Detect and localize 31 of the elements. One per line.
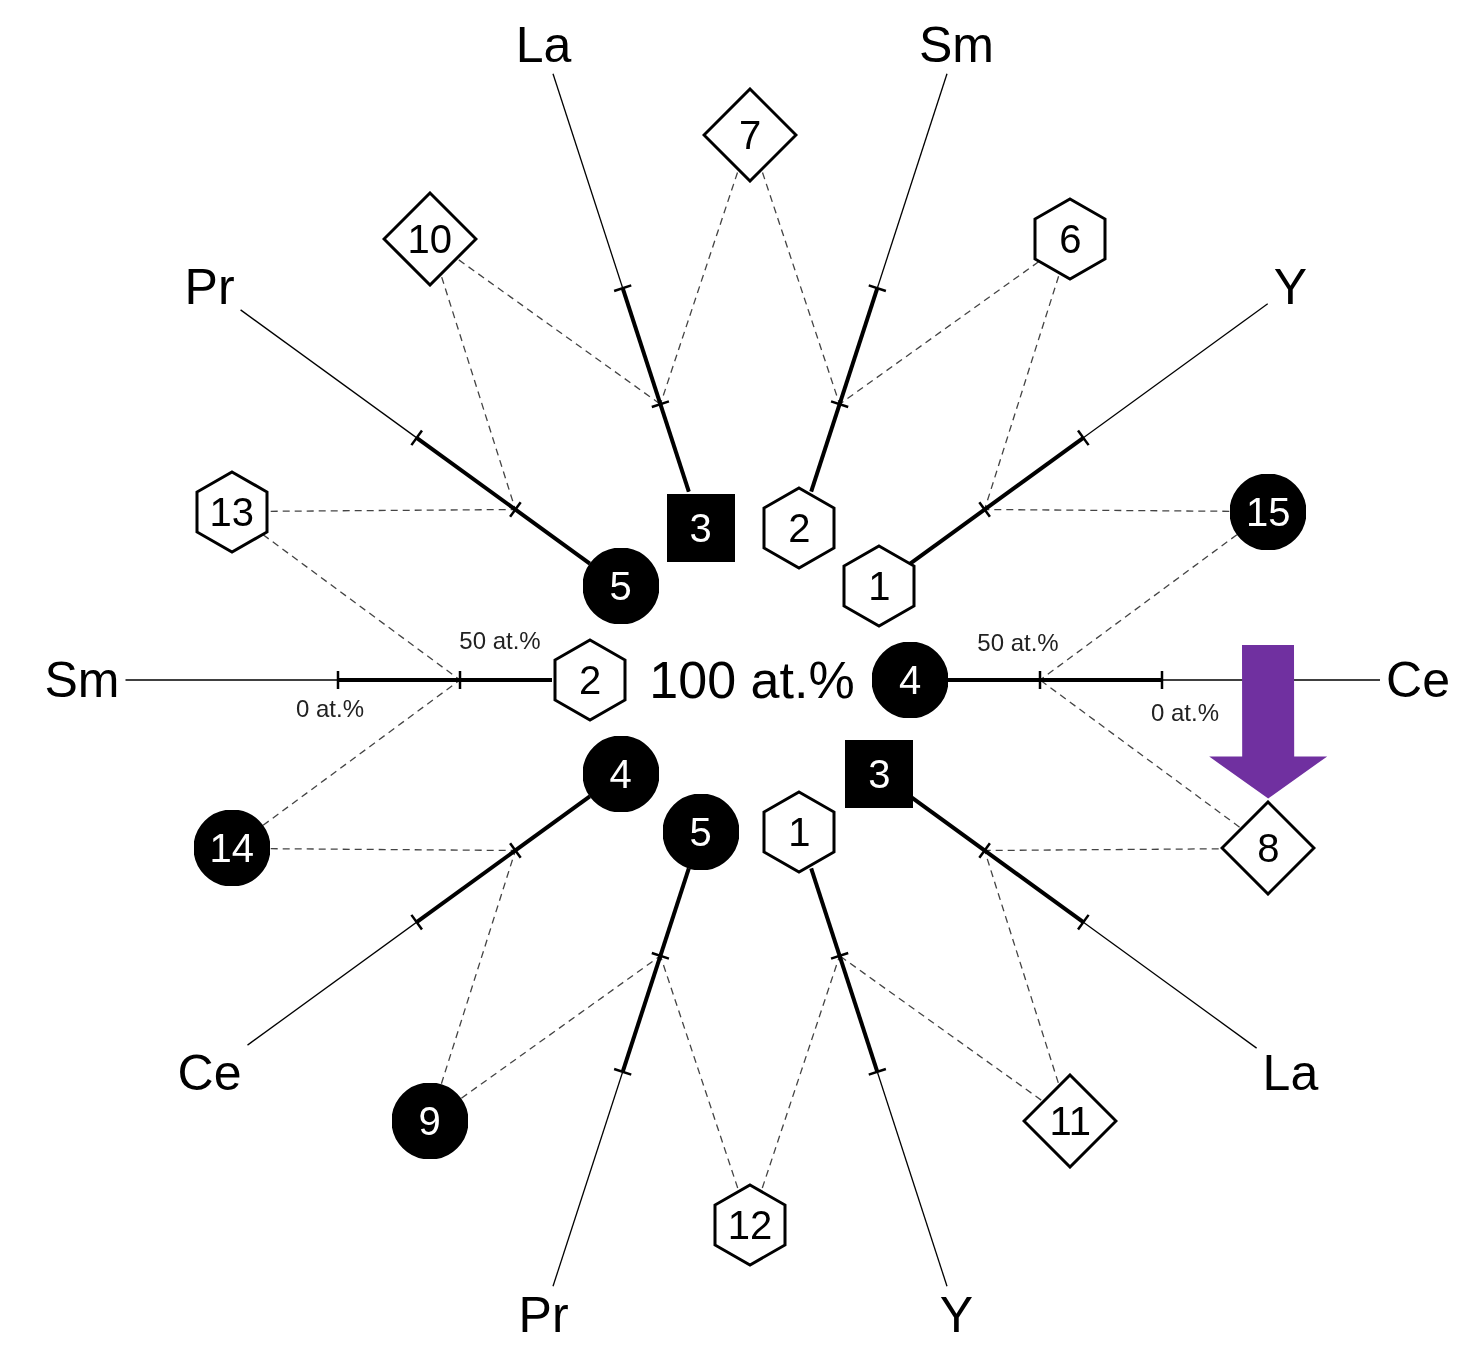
hexagon-marker: 2 — [762, 485, 837, 570]
hexagon-marker: 1 — [762, 790, 837, 875]
dashed-line — [262, 534, 461, 681]
scale-label: 50 at.% — [459, 629, 541, 653]
hexagon-marker: 1 — [842, 543, 917, 628]
axis-label: Ce — [1386, 655, 1450, 705]
center-label: 100 at.% — [649, 654, 855, 706]
hexagon-marker: 13 — [194, 469, 269, 554]
scale-label: 50 at.% — [977, 631, 1059, 655]
dashed-line — [1039, 679, 1241, 828]
block-arrow — [1209, 645, 1328, 799]
axis-label: Y — [939, 1290, 974, 1341]
diamond-marker: 7 — [702, 87, 798, 183]
diamond-marker: 10 — [381, 191, 478, 288]
diamond-marker: 11 — [1022, 1072, 1119, 1169]
hexagon-marker: 2 — [553, 638, 627, 722]
hexagon-marker: 6 — [1033, 197, 1108, 282]
axis-label: Sm — [918, 19, 994, 70]
axis-label: Sm — [44, 655, 120, 705]
axis-label: Ce — [177, 1047, 242, 1098]
hexagon-marker: 12 — [713, 1183, 787, 1267]
dashed-line — [1039, 534, 1238, 681]
axis-label: Pr — [184, 262, 235, 313]
axis-label: Pr — [518, 1290, 569, 1341]
dashed-line — [262, 679, 461, 826]
diamond-marker: 8 — [1220, 800, 1317, 897]
scale-label: 0 at.% — [296, 697, 364, 721]
axis-label: Y — [1273, 262, 1308, 313]
axis-label: La — [1262, 1047, 1319, 1098]
scale-label: 0 at.% — [1151, 701, 1219, 725]
axis-label: La — [515, 19, 572, 70]
